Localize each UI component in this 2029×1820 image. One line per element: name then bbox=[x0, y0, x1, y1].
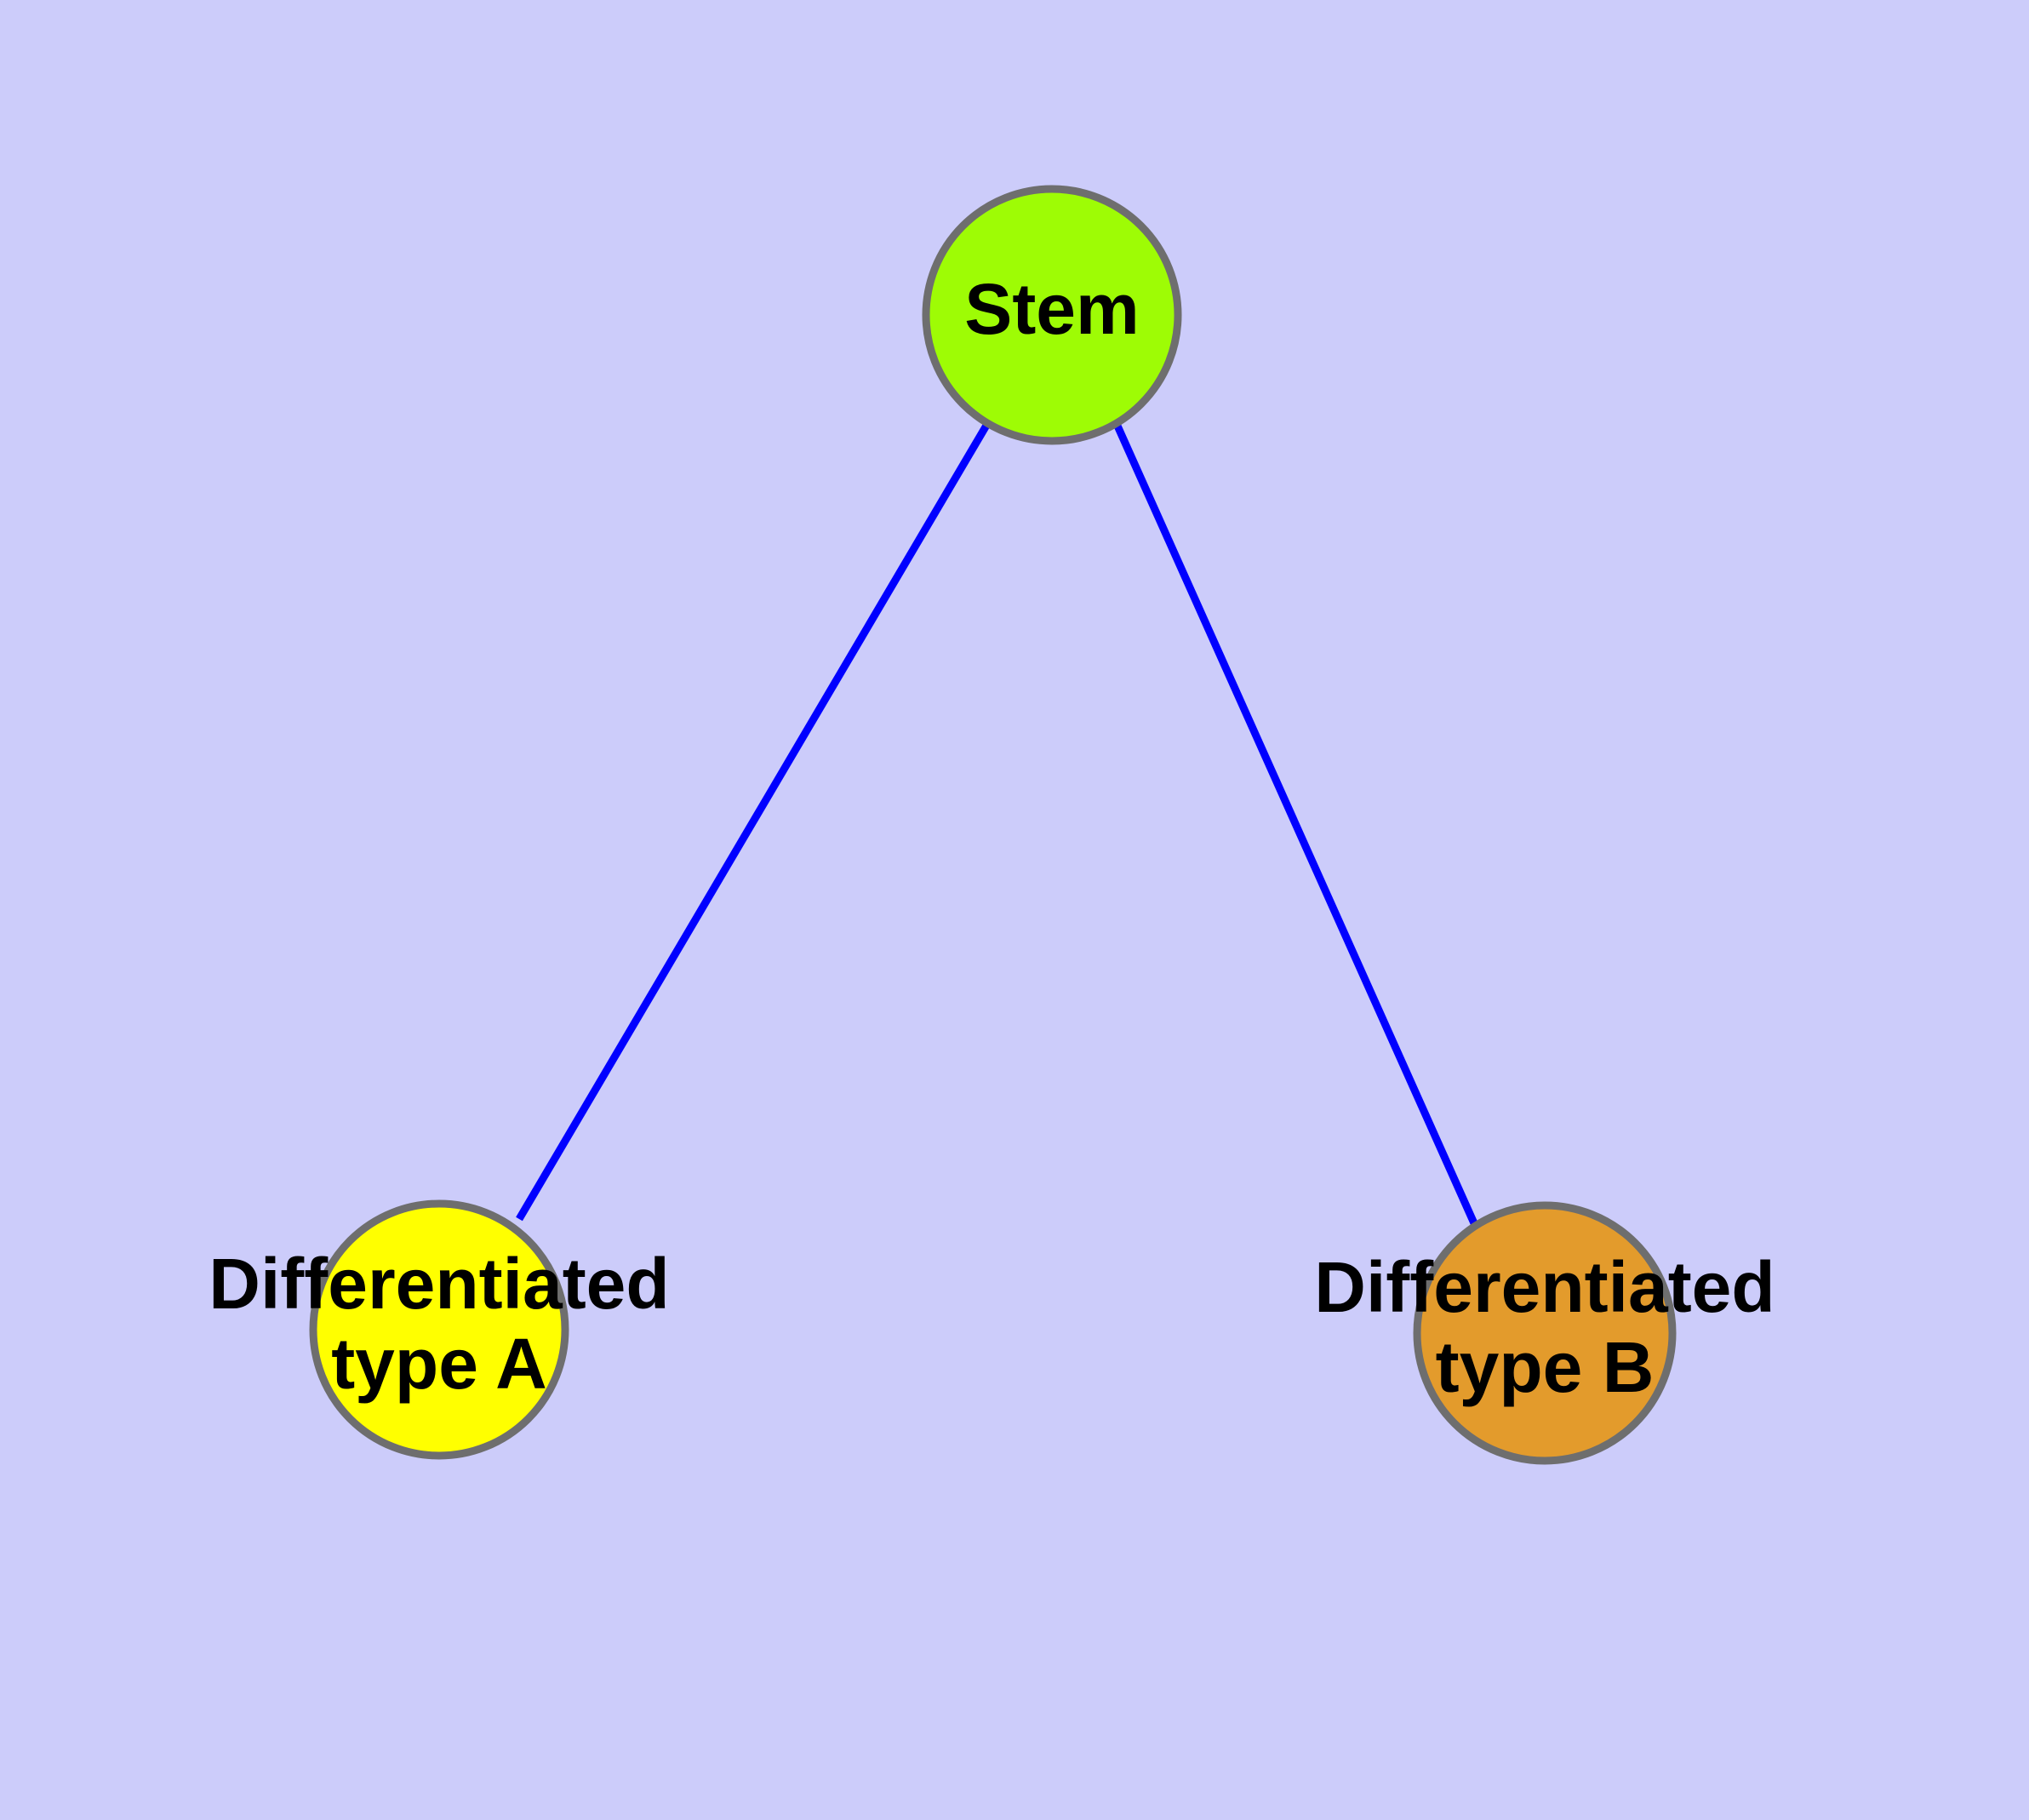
node-circle-diff-a[interactable] bbox=[309, 1199, 569, 1460]
edge-layer bbox=[516, 421, 1478, 1225]
node-label-line: Differentiated bbox=[209, 1244, 669, 1324]
node-circle-diff-b[interactable] bbox=[1413, 1201, 1677, 1465]
node-circle-stem[interactable] bbox=[922, 185, 1182, 445]
node-label-line: Differentiated bbox=[1314, 1247, 1775, 1327]
node-label-stem: Stem bbox=[964, 269, 1139, 349]
graph-node-stem[interactable]: Stem bbox=[922, 185, 1182, 445]
node-label-line: type A bbox=[331, 1324, 547, 1404]
graph-edge-stem-to-diff-a[interactable] bbox=[516, 421, 991, 1222]
node-label-line: Stem bbox=[964, 269, 1139, 349]
node-label-line: type B bbox=[1436, 1327, 1655, 1407]
graph-edge-stem-to-diff-b[interactable] bbox=[1112, 422, 1478, 1225]
